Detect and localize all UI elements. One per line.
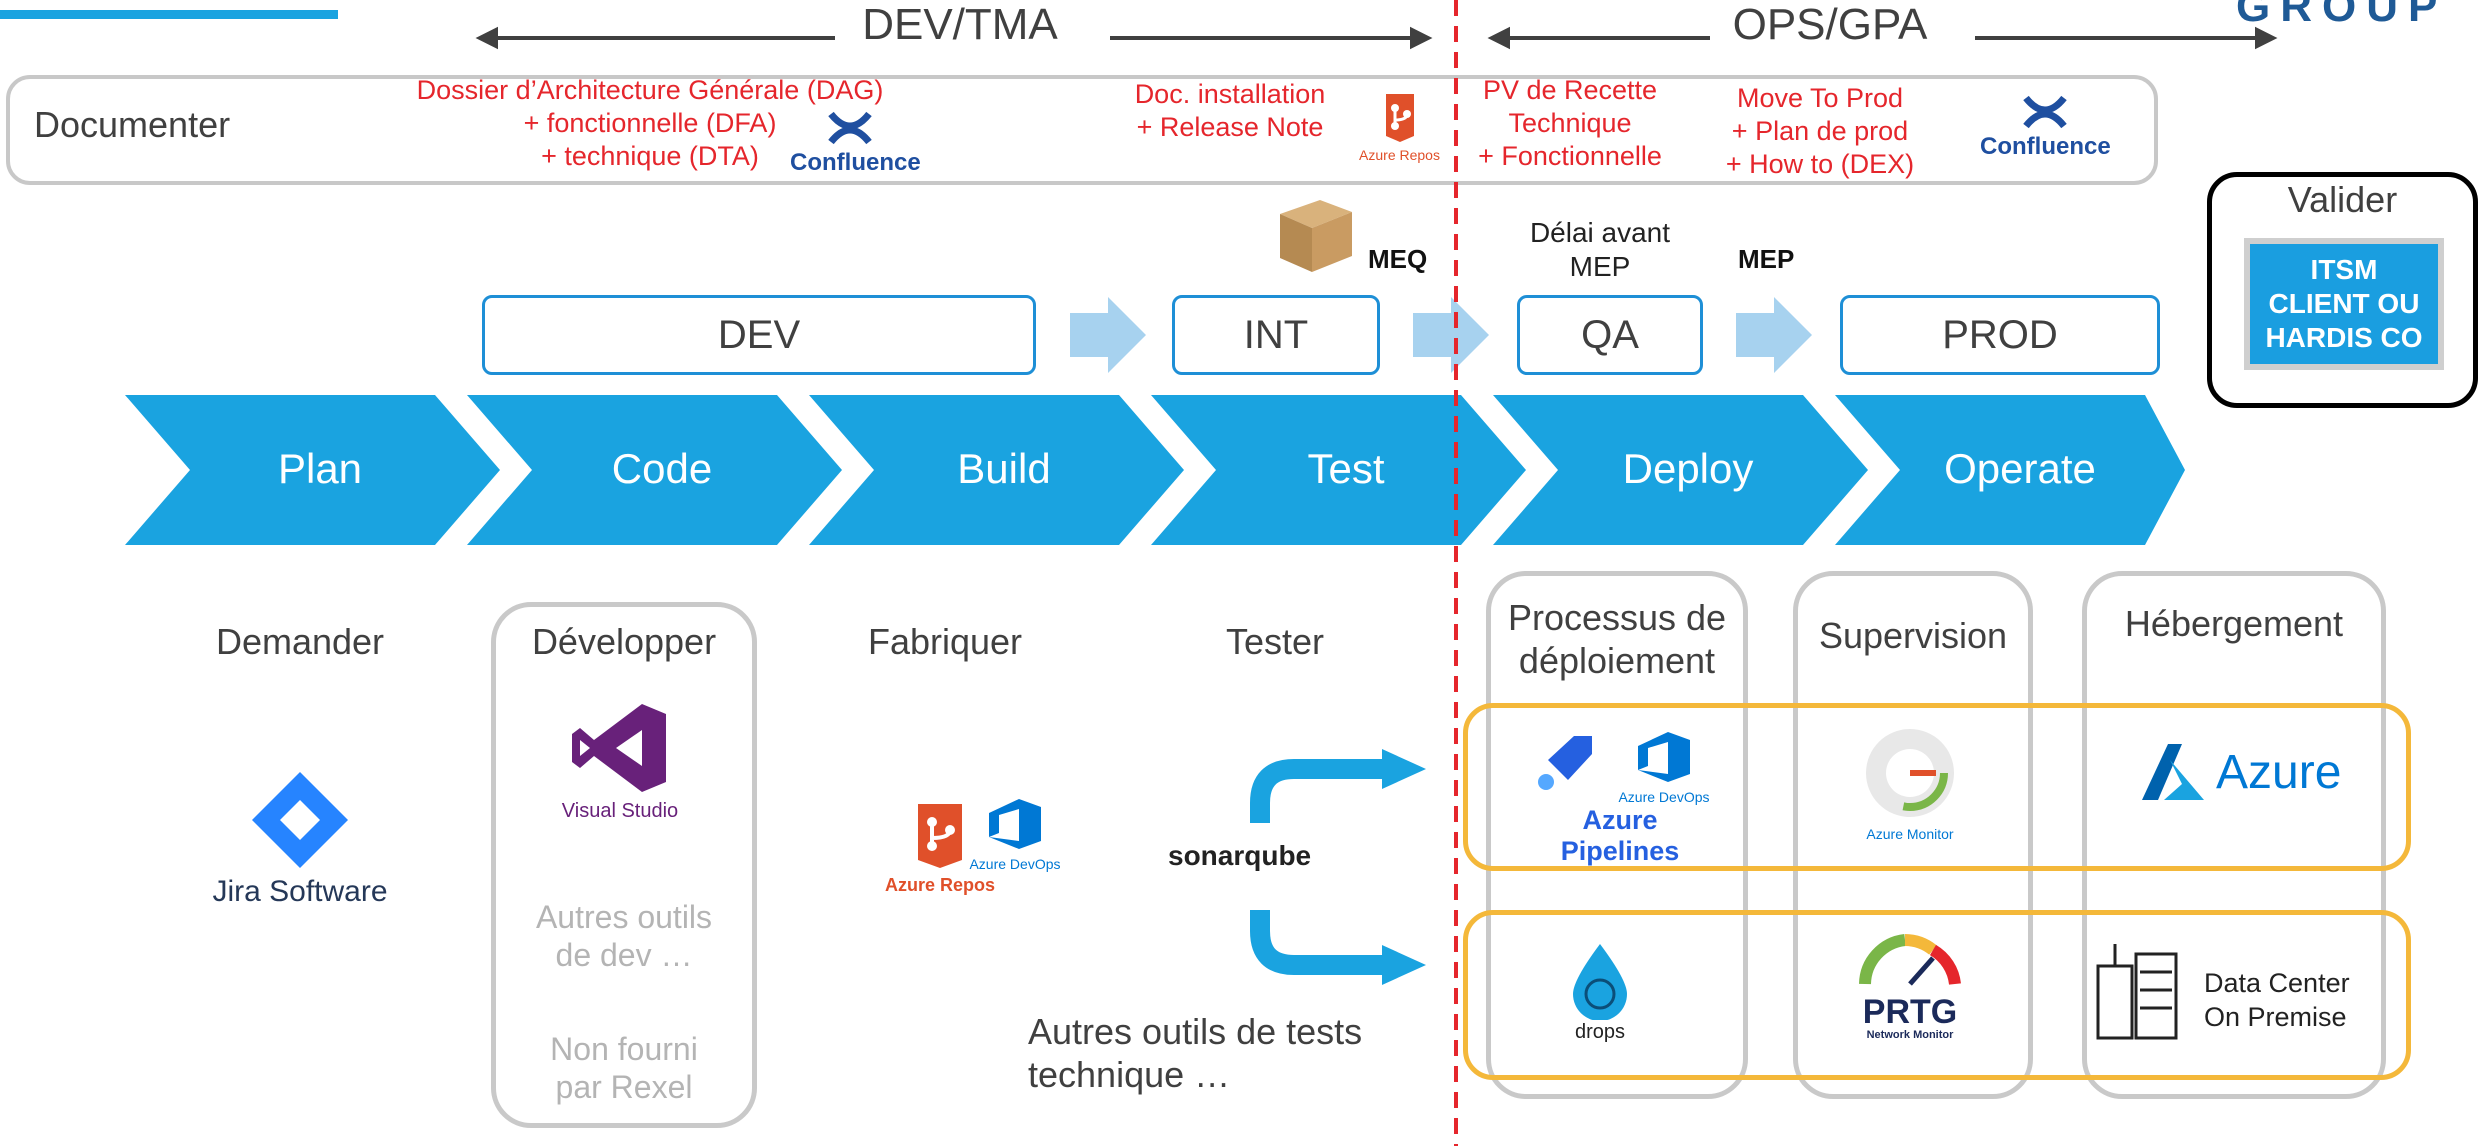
drops-logo: drops — [1540, 940, 1660, 1044]
test-routing-arrows — [1250, 749, 1426, 985]
stage-chevrons — [125, 395, 2185, 545]
dev-ops-separator — [1454, 0, 1458, 1146]
hebergement-box — [2082, 571, 2386, 1099]
stage-plan: Plan — [277, 445, 363, 492]
azure-monitor-logo: Azure Monitor — [1830, 725, 1990, 842]
stage-operate: Operate — [1944, 445, 2096, 492]
azure-devops-icon — [989, 799, 1041, 849]
azure-repos-icon — [1385, 94, 1414, 142]
documenter-box — [6, 75, 2158, 185]
meq-label: MEQ — [1368, 244, 1428, 274]
env-qa: QA — [1517, 295, 1703, 375]
env-arrows — [1070, 297, 1812, 373]
azure-icon — [2142, 744, 2204, 800]
sonarqube-logo: sonarqube — [1168, 840, 1312, 871]
env-dev: DEV — [482, 295, 1036, 375]
col-hebergement: Hébergement — [2124, 603, 2344, 644]
stage-deploy: Deploy — [1622, 445, 1754, 492]
documenter-label: Documenter — [34, 104, 231, 145]
azure-repos-logo-doc: Azure Repos — [1352, 92, 1447, 163]
azure-devops-logo-build: Azure DevOps — [960, 795, 1070, 872]
dev-docs: Dossier d’Architecture Générale (DAG)+ f… — [416, 75, 884, 171]
valider-box — [2207, 172, 2478, 408]
confluence-logo-dev: Confluence — [790, 108, 921, 177]
confluence-icon — [828, 111, 872, 145]
col-tester: Tester — [1225, 621, 1325, 662]
col-demander: Demander — [215, 621, 385, 662]
datacenter-icon — [2092, 940, 2182, 1045]
valider-label: Valider — [2287, 179, 2398, 220]
building-server-icon — [2096, 944, 2178, 1040]
azure-devops-icon — [1637, 732, 1690, 782]
prtg-gauge-icon — [1859, 934, 1961, 986]
phase-ops-gpa: OPS/GPA — [1732, 0, 1928, 49]
env-int: INT — [1172, 295, 1380, 375]
col-fabriquer: Fabriquer — [867, 621, 1023, 662]
cloud-band — [1463, 703, 2411, 871]
phase-arrows — [475, 26, 2278, 50]
azure-monitor-icon — [1866, 729, 1954, 817]
supervision-box — [1793, 571, 2033, 1099]
deploiement-box — [1486, 571, 1748, 1099]
azure-pipelines-icon — [1538, 736, 1593, 790]
drops-icon — [1573, 944, 1627, 1021]
jira-logo: Jira Software — [170, 770, 430, 909]
onprem-band — [1463, 910, 2411, 1080]
col-developper: Développer — [531, 621, 717, 662]
group-logo: GROUP — [2236, 0, 2448, 31]
developper-box — [491, 602, 757, 1128]
top-accent-bar — [0, 10, 338, 19]
jira-icon — [252, 772, 348, 868]
azure-logo: Azure — [2138, 740, 2341, 804]
phase-dev-tma: DEV/TMA — [862, 0, 1058, 49]
visual-studio-icon — [572, 704, 666, 792]
stage-code: Code — [611, 445, 713, 492]
mep-label: MEP — [1738, 244, 1795, 274]
visual-studio-logo: Visual Studio — [520, 700, 720, 823]
azure-pipelines-logo: Azure DevOps Azure Pipelines — [1520, 728, 1720, 867]
stage-test: Test — [1307, 445, 1385, 492]
env-prod: PROD — [1840, 295, 2160, 375]
azure-repos-icon — [918, 804, 962, 868]
confluence-icon — [2023, 95, 2067, 129]
install-docs: Doc. installation+ Release Note — [1134, 79, 1326, 142]
col-supervision: Supervision — [1818, 615, 2008, 656]
stage-build: Build — [957, 445, 1051, 492]
package-box-icon — [1280, 200, 1352, 272]
azure-repos-logo: Azure Repos — [870, 800, 1010, 896]
prtg-logo: PRTG Network Monitor — [1840, 920, 1980, 1041]
confluence-logo-ops: Confluence — [1980, 92, 2111, 161]
package-icon — [1270, 196, 1354, 279]
prod-docs: Move To Prod+ Plan de prod+ How to (DEX) — [1725, 83, 1915, 179]
